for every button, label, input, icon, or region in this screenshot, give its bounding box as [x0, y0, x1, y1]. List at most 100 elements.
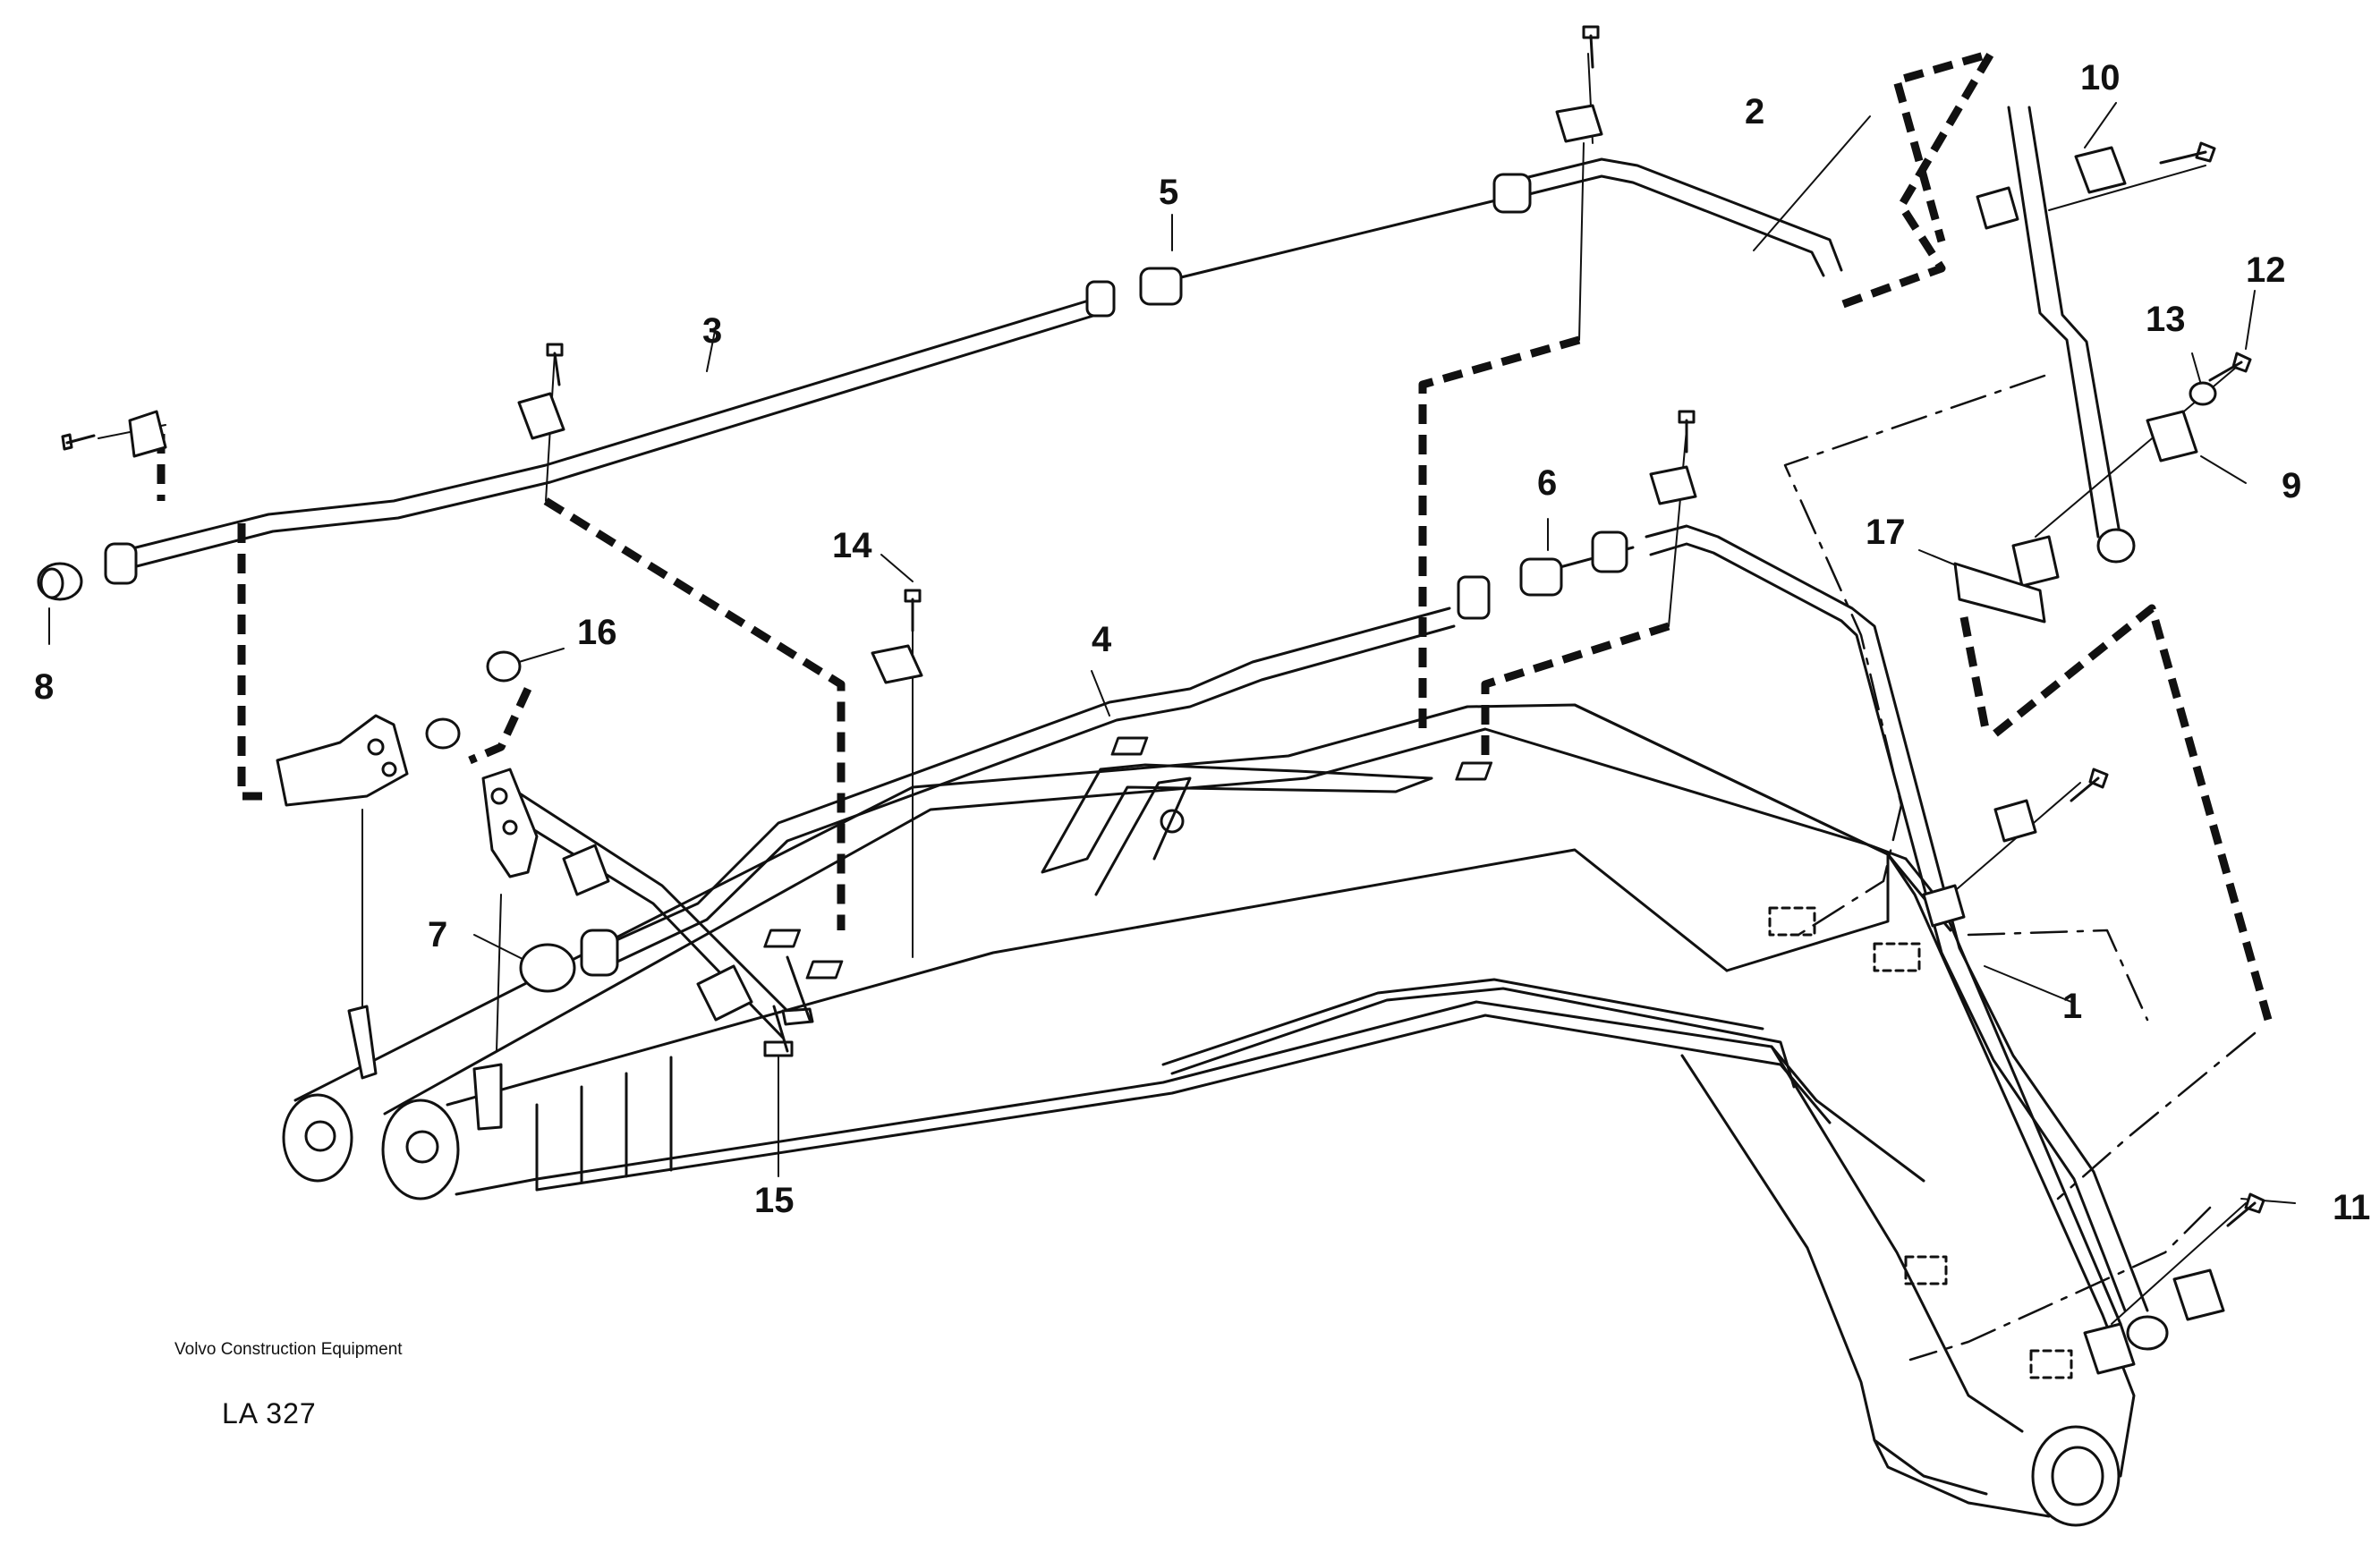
fittings — [37, 173, 2217, 1351]
callout-4: 4 — [1092, 620, 1112, 659]
callout-10: 10 — [2080, 58, 2121, 98]
boom-left-boss-front-hole — [405, 1130, 439, 1164]
callout-13: 13 — [2146, 300, 2186, 339]
boom-top-plate — [293, 703, 1952, 1102]
clamp-9 — [2146, 410, 2198, 462]
callout-16: 16 — [577, 613, 617, 652]
clamp-1b — [1922, 884, 1966, 928]
boom-nose-face — [1573, 703, 1890, 972]
boom-pad-3 — [763, 929, 802, 948]
bolt-10 — [2159, 141, 2216, 165]
plate-17 — [1953, 562, 2046, 624]
boom-left-boss-front — [381, 1099, 460, 1200]
leader-right-box — [1993, 604, 2273, 1022]
boom-nose-boss-inner — [2051, 1446, 2104, 1506]
centerline-upper-route — [1783, 374, 2046, 807]
fitting-6 — [1519, 557, 1563, 597]
callout-1: 1 — [2062, 987, 2083, 1026]
leader-line-3 — [706, 326, 717, 372]
nut-2 — [1492, 173, 1532, 214]
callout-9: 9 — [2282, 466, 2302, 505]
bolt-4 — [1678, 410, 1696, 454]
boom-cylinder-lug-2 — [1094, 776, 1192, 896]
clamp-7b — [562, 844, 610, 896]
brackets — [276, 714, 539, 1131]
clamp-3 — [517, 392, 565, 440]
boom-pad-outline-1 — [1768, 906, 1816, 937]
clamp-10b — [1976, 186, 2019, 230]
callout-17: 17 — [1866, 513, 1906, 552]
clamp-14 — [871, 644, 923, 684]
callout-5: 5 — [1159, 173, 1179, 212]
leader-tube2-to-tube1 — [1841, 49, 1995, 309]
boom-left-boss-rear-hole — [304, 1120, 336, 1152]
leader-line-9 — [2200, 455, 2247, 484]
leader-tube3-clamp-to-boom — [543, 497, 846, 930]
clamp-17 — [2011, 535, 2060, 588]
callout-12: 12 — [2246, 250, 2286, 290]
bracket-left-hole-1 — [367, 738, 385, 756]
bolt-axis-10 — [2048, 165, 2206, 211]
boom-pad-outline-2 — [1873, 942, 1921, 972]
boom-cylinder-lug-hole — [1160, 809, 1185, 834]
tube-2 — [1519, 157, 1843, 277]
callout-2: 2 — [1745, 92, 1765, 131]
leader-17 — [1959, 616, 1991, 734]
bolt-axis-11 — [2111, 1202, 2247, 1325]
callout-7: 7 — [428, 915, 448, 954]
boom-pad-2 — [1455, 761, 1493, 781]
nut-7 — [580, 929, 619, 977]
clamp-4 — [1649, 465, 1697, 505]
boom-structure — [282, 703, 2136, 1527]
leader-line-12 — [2245, 290, 2256, 350]
boom-leg-outer — [1886, 853, 2136, 1478]
leader-line-16 — [518, 648, 565, 663]
clamp-11b — [2083, 1322, 2136, 1375]
nut-6b — [1591, 530, 1628, 573]
bolt-15 — [763, 1005, 794, 1057]
caption-code: LA 327 — [222, 1397, 317, 1429]
clamp-15 — [696, 964, 753, 1022]
bolts — [61, 25, 2265, 1227]
callout-6: 6 — [1537, 463, 1558, 503]
centerline-lower-route — [1967, 929, 2149, 1022]
boom-pad-outline-4 — [2029, 1349, 2073, 1379]
nut-6a — [1457, 575, 1491, 620]
center-lines — [1783, 374, 2257, 1362]
boom-leg-inner-2 — [1770, 1045, 2024, 1433]
bolt-14 — [904, 589, 922, 632]
leader-line-14 — [880, 554, 914, 582]
bracket-axis-right — [496, 894, 502, 1052]
boom-nose-boss — [2031, 1425, 2121, 1527]
nut-left — [425, 717, 461, 750]
clamp-1a — [1993, 799, 2037, 843]
nut-5a — [1085, 280, 1116, 318]
tube-5-to-2 — [1179, 197, 1505, 279]
callout-11: 11 — [2333, 1188, 2371, 1227]
clamp-2 — [1555, 104, 1603, 143]
cap-8-face — [39, 567, 64, 599]
bracket-right-hole-1 — [490, 787, 508, 805]
boom-side-lower-edge — [455, 1000, 1925, 1196]
bolt-left — [61, 433, 96, 451]
bolt-11 — [2226, 1192, 2265, 1227]
tube-top-end — [2096, 528, 2136, 564]
callout-14: 14 — [832, 526, 872, 565]
clamp-10 — [2074, 146, 2127, 194]
bracket-left — [276, 714, 409, 807]
leader-line-13 — [2191, 352, 2202, 386]
bolt-15b — [781, 955, 814, 1026]
bolt-axis-2b — [1578, 142, 1585, 341]
tube-3 — [123, 298, 1098, 570]
tube-1 — [1645, 524, 2149, 1312]
caption-company: Volvo Construction Equipment — [174, 1340, 403, 1359]
boom-side-groove — [1161, 978, 1764, 1066]
clamp-left-top — [128, 410, 167, 458]
tube-1-end — [2126, 1315, 2169, 1351]
bracket-left-hole-2 — [381, 761, 397, 777]
leader-16 — [468, 687, 532, 765]
boom-leg-inner — [1680, 1054, 1988, 1496]
callout-3: 3 — [702, 311, 723, 351]
strap-right — [472, 1063, 503, 1131]
